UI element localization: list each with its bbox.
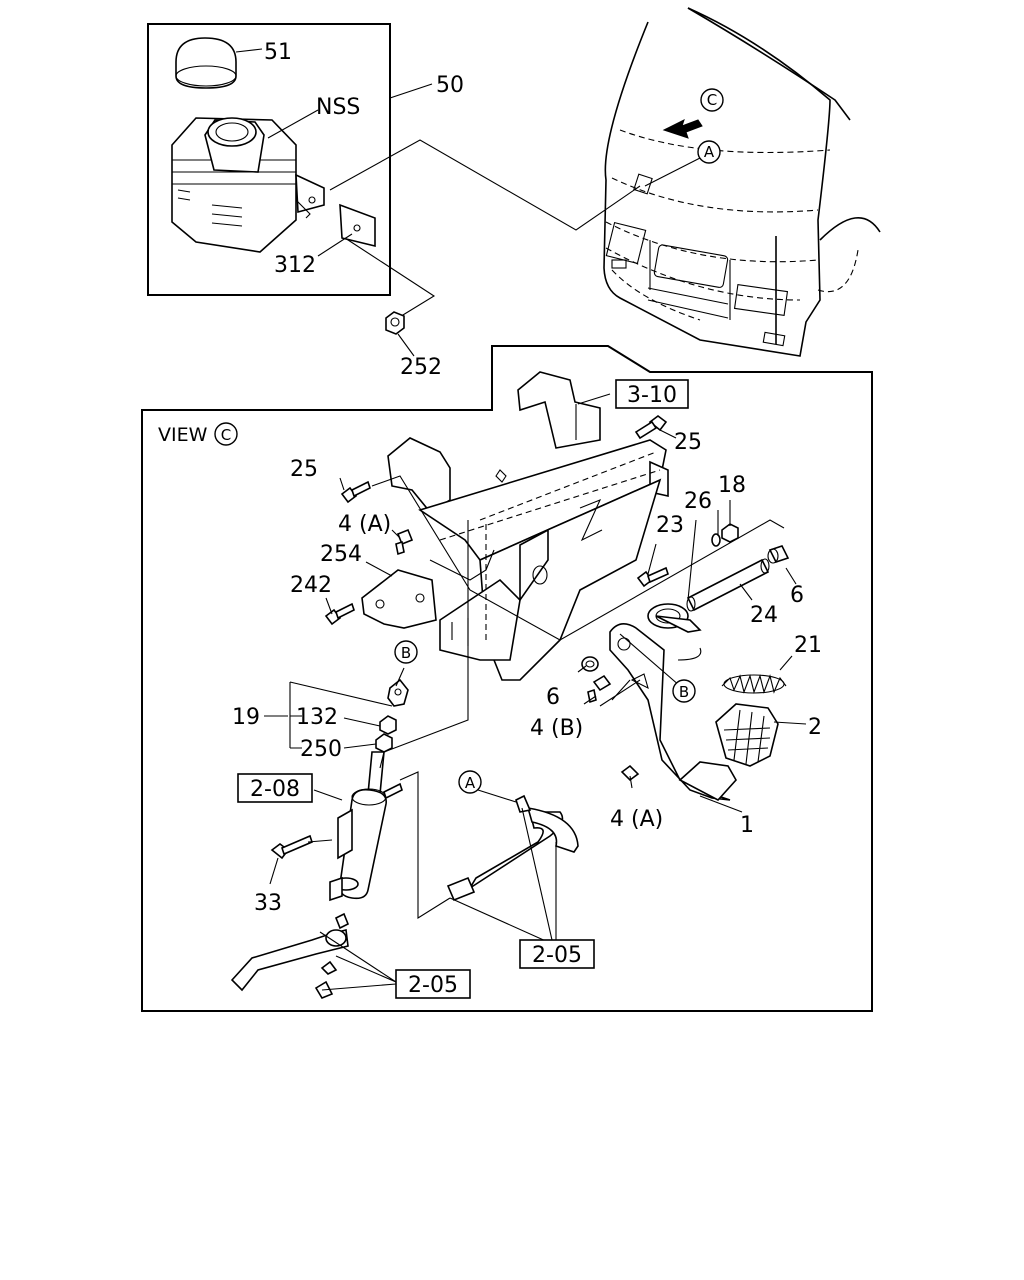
callout-a-low: A bbox=[458, 770, 482, 794]
nut-252 bbox=[385, 311, 405, 335]
view-c-title: VIEW C bbox=[158, 422, 238, 446]
ref-box-2-05-right: 2-05 bbox=[519, 939, 595, 969]
label-24: 24 bbox=[750, 603, 778, 628]
lower-pipe bbox=[230, 912, 350, 999]
label-4a-low: 4 (A) bbox=[610, 807, 663, 832]
label-2: 2 bbox=[808, 715, 822, 740]
label-19: 19 bbox=[232, 705, 260, 730]
bolt-242 bbox=[324, 602, 355, 626]
leader-lines bbox=[264, 393, 807, 991]
label-26: 26 bbox=[684, 489, 712, 514]
cab-callout-a: A bbox=[697, 140, 721, 164]
cab-callout-a-letter: A bbox=[704, 143, 715, 161]
plate-to-nut-line bbox=[344, 237, 436, 319]
label-4a-top: 4 (A) bbox=[338, 512, 391, 537]
ref-2-05-right-text: 2-05 bbox=[532, 943, 582, 968]
bolt-4b bbox=[587, 674, 612, 704]
callout-b-right-letter: B bbox=[679, 683, 689, 701]
label-nss: NSS bbox=[316, 95, 360, 120]
return-spring-21 bbox=[721, 674, 787, 694]
clutch-pedal-1 bbox=[609, 623, 737, 801]
bolt-25-left bbox=[340, 480, 371, 504]
ref-box-3-10: 3-10 bbox=[615, 379, 689, 409]
cab-front-outline bbox=[603, 7, 881, 357]
callout-b-left-letter: B bbox=[401, 644, 411, 662]
master-cylinder bbox=[329, 751, 403, 902]
label-21: 21 bbox=[794, 633, 822, 658]
bolt-4a-top bbox=[395, 528, 414, 556]
ref-2-05-left-text: 2-05 bbox=[408, 973, 458, 998]
pedal-bracket-assembly bbox=[387, 371, 669, 681]
reservoir-tank bbox=[171, 117, 325, 253]
bolt-23 bbox=[636, 566, 669, 588]
bracket-plate-312 bbox=[339, 203, 376, 248]
callout-b-left: B bbox=[394, 640, 418, 664]
bolt-4a-low bbox=[620, 764, 640, 782]
pedal-boss bbox=[647, 603, 702, 633]
label-23: 23 bbox=[656, 513, 684, 538]
label-312: 312 bbox=[274, 253, 316, 278]
washer-26 bbox=[711, 533, 721, 547]
pedal-pad-2 bbox=[715, 703, 779, 767]
label-33: 33 bbox=[254, 891, 282, 916]
label-6-right: 6 bbox=[790, 583, 804, 608]
nut-132 bbox=[379, 715, 397, 735]
reservoir-frame bbox=[147, 23, 391, 296]
label-25-left: 25 bbox=[290, 457, 318, 482]
ref-2-08-text: 2-08 bbox=[250, 777, 300, 802]
nut-250 bbox=[375, 733, 393, 753]
reservoir-to-cab-line bbox=[329, 139, 641, 231]
bolt-33 bbox=[270, 834, 313, 860]
ref-box-2-05-left: 2-05 bbox=[395, 969, 471, 999]
label-1: 1 bbox=[740, 813, 754, 838]
bracket-254 bbox=[361, 569, 437, 629]
bolt-25-right bbox=[634, 415, 668, 440]
pivot-shaft-24 bbox=[686, 558, 770, 612]
bushing-6-mid bbox=[581, 656, 599, 672]
label-25-right: 25 bbox=[674, 430, 702, 455]
hydraulic-hose bbox=[446, 794, 579, 902]
ref-3-10-text: 3-10 bbox=[627, 383, 677, 408]
view-c-letter: C bbox=[221, 426, 231, 444]
part-labels: 51 50 NSS 312 252 25 25 4 (A) 254 242 26… bbox=[232, 40, 822, 916]
label-132: 132 bbox=[296, 705, 338, 730]
label-18: 18 bbox=[718, 473, 746, 498]
label-4b: 4 (B) bbox=[530, 716, 583, 741]
callout-b-right: B bbox=[672, 679, 696, 703]
ref-box-2-08: 2-08 bbox=[237, 773, 313, 803]
reservoir-inset bbox=[147, 23, 433, 296]
bushing-6-right bbox=[767, 545, 790, 564]
callout-a-low-letter: A bbox=[465, 774, 476, 792]
label-50: 50 bbox=[436, 73, 464, 98]
cab-callout-c-letter: C bbox=[707, 91, 717, 109]
label-250: 250 bbox=[300, 737, 342, 762]
view-c-label: VIEW bbox=[158, 424, 208, 446]
reservoir-cap bbox=[175, 37, 237, 89]
label-252: 252 bbox=[400, 355, 442, 380]
label-254: 254 bbox=[320, 542, 362, 567]
label-242: 242 bbox=[290, 573, 332, 598]
label-51: 51 bbox=[264, 40, 292, 65]
clevis-yoke bbox=[387, 678, 409, 707]
label-6-mid: 6 bbox=[546, 685, 560, 710]
view-c-frame bbox=[141, 345, 873, 1012]
cab-callout-c: C bbox=[700, 88, 724, 112]
